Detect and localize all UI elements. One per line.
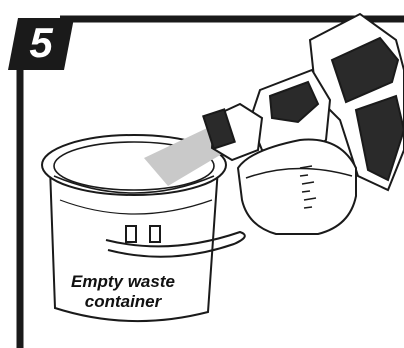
spray-gun-icon	[203, 14, 404, 234]
caption-line-1: Empty waste	[48, 272, 198, 292]
step-number: 5	[16, 20, 66, 66]
caption-line-2: container	[48, 292, 198, 312]
caption: Empty waste container	[48, 272, 198, 312]
